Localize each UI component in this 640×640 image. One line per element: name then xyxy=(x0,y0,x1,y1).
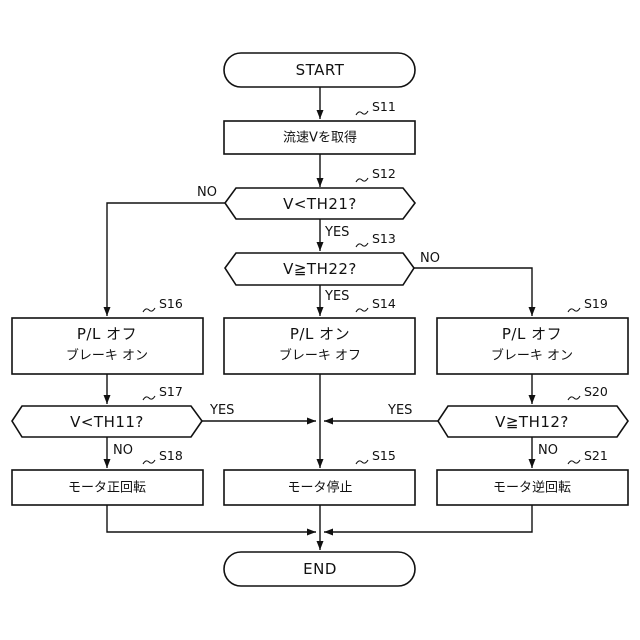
step-leader-s21 xyxy=(568,460,580,464)
node-label-line1: P/L オフ xyxy=(502,325,562,343)
node-s12: V<TH21? xyxy=(225,188,415,219)
step-label-s20: S20 xyxy=(584,384,608,399)
step-leader-s11 xyxy=(356,111,368,115)
step-leader-s16 xyxy=(143,308,155,312)
node-s20: V≧TH12? xyxy=(438,406,628,437)
node-label: START xyxy=(296,61,345,79)
node-label: モータ正回転 xyxy=(68,481,146,496)
branch-label-s20-yes: YES xyxy=(387,403,412,418)
edge-s21-merge xyxy=(324,505,532,532)
step-label-s16: S16 xyxy=(159,296,183,311)
edge-s18-merge xyxy=(107,505,316,532)
step-label-s21: S21 xyxy=(584,448,608,463)
step-leader-s20 xyxy=(568,396,580,400)
node-s11: 流速Vを取得 xyxy=(224,121,415,154)
branch-label-s13-yes: YES xyxy=(324,289,349,304)
node-s19: P/L オフ ブレーキ オン xyxy=(437,318,628,374)
step-label-s19: S19 xyxy=(584,296,608,311)
step-leader-s18 xyxy=(143,460,155,464)
branch-label-s17-no: NO xyxy=(113,443,133,458)
node-label: V<TH11? xyxy=(70,413,144,431)
step-label-s13: S13 xyxy=(372,231,396,246)
step-leader-s17 xyxy=(143,396,155,400)
step-label-s18: S18 xyxy=(159,448,183,463)
step-label-s12: S12 xyxy=(372,166,396,181)
step-leader-s12 xyxy=(356,178,368,182)
node-label: モータ停止 xyxy=(287,480,352,496)
step-label-s14: S14 xyxy=(372,296,396,311)
step-leader-s19 xyxy=(568,308,580,312)
node-s16: P/L オフ ブレーキ オン xyxy=(12,318,203,374)
step-leader-s15 xyxy=(356,460,368,464)
node-s21: モータ逆回転 xyxy=(437,470,628,505)
branch-label-s20-no: NO xyxy=(538,443,558,458)
step-leader-s14 xyxy=(356,308,368,312)
node-label-line2: ブレーキ オフ xyxy=(279,348,361,364)
node-label: V<TH21? xyxy=(283,195,357,213)
node-label-line2: ブレーキ オン xyxy=(491,348,573,364)
branch-label-s12-no: NO xyxy=(197,185,217,200)
step-label-s17: S17 xyxy=(159,384,183,399)
node-label: 流速Vを取得 xyxy=(283,130,357,146)
node-label-line1: P/L オン xyxy=(290,325,350,343)
node-end: END xyxy=(224,552,415,586)
node-label: V≧TH12? xyxy=(495,413,569,431)
node-s17: V<TH11? xyxy=(12,406,202,437)
node-label: モータ逆回転 xyxy=(493,480,571,496)
step-label-s11: S11 xyxy=(372,99,396,114)
step-leader-s13 xyxy=(356,243,368,247)
node-label-line1: P/L オフ xyxy=(77,325,137,343)
step-label-s15: S15 xyxy=(372,448,396,463)
node-s15: モータ停止 xyxy=(224,470,415,505)
node-label-line2: ブレーキ オン xyxy=(66,348,148,364)
edge-s13-no-s19 xyxy=(413,268,532,316)
branch-label-s13-no: NO xyxy=(420,251,440,266)
node-s18: モータ正回転 xyxy=(12,470,203,505)
node-s13: V≧TH22? xyxy=(225,253,414,285)
node-start: START xyxy=(224,53,415,87)
branch-label-s12-yes: YES xyxy=(324,225,349,240)
node-label: END xyxy=(303,560,337,578)
node-s14: P/L オン ブレーキ オフ xyxy=(224,318,415,374)
node-label: V≧TH22? xyxy=(283,260,357,278)
branch-label-s17-yes: YES xyxy=(209,403,234,418)
